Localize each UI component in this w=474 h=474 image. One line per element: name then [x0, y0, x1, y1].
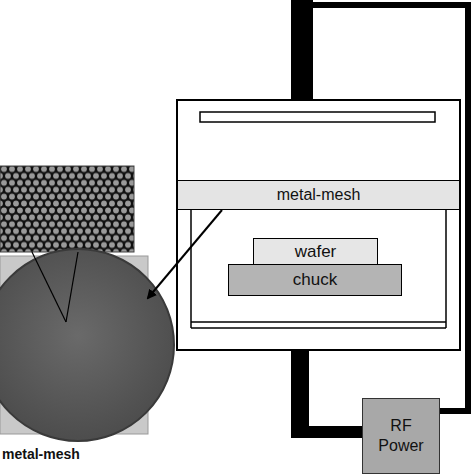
- mesh-band: metal-mesh: [177, 180, 460, 210]
- photo-panel: metal-mesh: [0, 256, 148, 434]
- wafer-box: wafer: [253, 238, 378, 265]
- wafer-photo: [0, 249, 174, 441]
- top-electrode: [200, 112, 435, 122]
- leader-line: [32, 252, 66, 322]
- node-label: chuck: [293, 270, 337, 290]
- return-line: [465, 2, 471, 414]
- node-label: RF Power: [376, 416, 426, 456]
- inner-wall: [191, 327, 446, 329]
- rf-line: [291, 348, 309, 438]
- chuck-box: chuck: [228, 264, 402, 296]
- node-label: wafer: [295, 242, 337, 262]
- inner-wall: [191, 321, 446, 323]
- feed-line: [291, 0, 313, 100]
- rf-power-box: RF Power: [362, 398, 440, 474]
- inner-wall: [445, 210, 447, 328]
- feed-line: [291, 2, 470, 8]
- chamber-wall: [177, 100, 460, 350]
- inner-wall: [190, 210, 192, 328]
- pointer-arrow: [148, 210, 222, 298]
- leader-line: [66, 252, 78, 322]
- photo-caption: metal-mesh: [2, 446, 80, 462]
- mesh-inset: [0, 166, 134, 252]
- node-label: metal-mesh: [277, 186, 361, 204]
- rf-line: [291, 426, 363, 438]
- return-line: [440, 408, 471, 414]
- wafer-photo: [0, 249, 174, 441]
